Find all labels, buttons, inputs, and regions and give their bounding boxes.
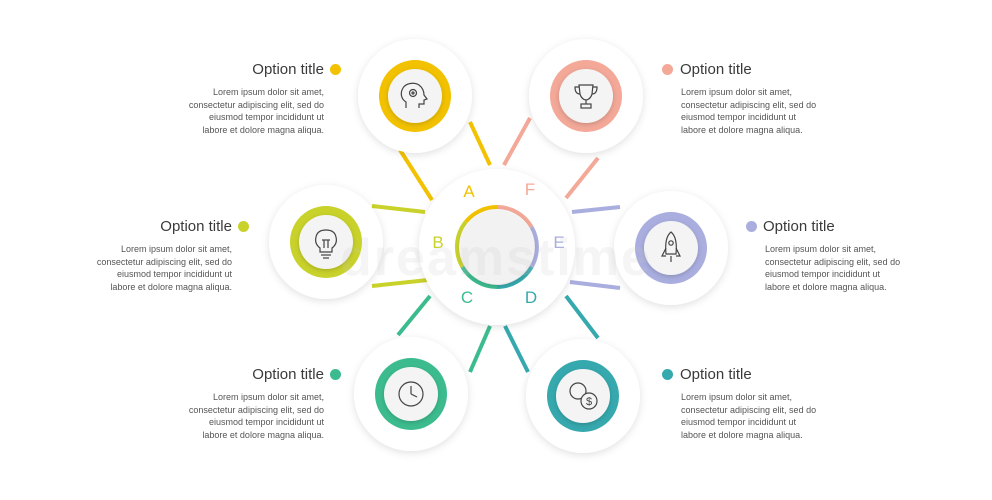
desc-line: labore et dolore magna aliqua. xyxy=(202,429,324,440)
desc-line: labore et dolore magna aliqua. xyxy=(681,124,803,135)
letter-f: F xyxy=(525,180,535,199)
desc-line: Lorem ipsum dolor sit amet, xyxy=(212,87,324,97)
option-dot-a xyxy=(330,64,341,75)
center-ring-a xyxy=(464,204,498,224)
connector-b xyxy=(371,204,426,214)
node-d: $ xyxy=(526,339,640,453)
option-title-a: Option title xyxy=(252,61,324,78)
desc-line: labore et dolore magna aliqua. xyxy=(202,124,324,135)
center-ring-d xyxy=(496,265,534,289)
desc-line: consectetur adipiscing elit, sed do xyxy=(681,99,817,110)
connector-e xyxy=(571,205,621,214)
option-desc-b: Lorem ipsum dolor sit amet, consectetur … xyxy=(92,243,232,293)
desc-line: Lorem ipsum dolor sit amet, xyxy=(120,244,232,254)
option-title-b: Option title xyxy=(160,218,232,235)
desc-line: Lorem ipsum dolor sit amet, xyxy=(765,244,877,254)
node-inner-disk xyxy=(299,215,353,269)
option-desc-e: Lorem ipsum dolor sit amet, consectetur … xyxy=(765,243,905,293)
node-a xyxy=(358,39,472,153)
option-dot-c xyxy=(330,369,341,380)
center-ring-b xyxy=(455,220,468,269)
node-b xyxy=(269,185,383,299)
node-e xyxy=(614,191,728,305)
connector-a xyxy=(398,148,434,202)
desc-line: consectetur adipiscing elit, sed do xyxy=(765,256,901,267)
option-title-c: Option title xyxy=(252,366,324,383)
option-dot-f xyxy=(662,64,673,75)
head-gear-icon xyxy=(400,82,428,108)
option-desc-a: Lorem ipsum dolor sit amet, consectetur … xyxy=(184,86,324,136)
node-f xyxy=(529,39,643,153)
desc-line: labore et dolore magna aliqua. xyxy=(681,429,803,440)
node-inner-disk xyxy=(644,221,698,275)
letter-d: D xyxy=(525,288,537,307)
letter-a: A xyxy=(463,182,475,201)
option-title-e: Option title xyxy=(763,218,835,235)
connector-c xyxy=(396,294,432,337)
desc-line: Lorem ipsum dolor sit amet, xyxy=(212,392,324,402)
trophy-icon xyxy=(574,84,598,109)
option-title-d: Option title xyxy=(680,366,752,383)
connector-d xyxy=(564,294,600,340)
desc-line: consectetur adipiscing elit, sed do xyxy=(681,404,817,415)
center-ring-f xyxy=(496,205,534,229)
option-desc-d: Lorem ipsum dolor sit amet, consectetur … xyxy=(681,391,821,441)
center-hub: A F B E C D xyxy=(419,169,575,325)
connectors xyxy=(371,117,621,373)
node-c xyxy=(354,337,468,451)
desc-line: eiusmod tempor incididunt ut xyxy=(208,417,324,427)
connector-d xyxy=(503,325,530,373)
desc-line: eiusmod tempor incididunt ut xyxy=(765,269,881,279)
option-dot-e xyxy=(746,221,757,232)
connector-c xyxy=(468,325,492,373)
center-ring-e xyxy=(529,226,539,268)
desc-line: consectetur adipiscing elit, sed do xyxy=(188,404,324,415)
rocket-icon xyxy=(661,231,681,262)
clock-icon xyxy=(398,381,424,407)
node-inner-disk xyxy=(559,69,613,123)
desc-line: eiusmod tempor incididunt ut xyxy=(681,112,797,122)
lightbulb-icon xyxy=(315,229,337,259)
connector-e xyxy=(569,280,621,290)
option-dot-b xyxy=(238,221,249,232)
desc-line: labore et dolore magna aliqua. xyxy=(765,281,887,292)
desc-line: labore et dolore magna aliqua. xyxy=(110,281,232,292)
desc-line: eiusmod tempor incididunt ut xyxy=(208,112,324,122)
svg-text:$: $ xyxy=(586,396,592,408)
option-title-f: Option title xyxy=(680,61,752,78)
option-dot-d xyxy=(662,369,673,380)
desc-line: eiusmod tempor incididunt ut xyxy=(681,417,797,427)
connector-b xyxy=(371,278,429,288)
letter-c: C xyxy=(461,288,473,307)
letter-b: B xyxy=(432,233,443,252)
option-desc-c: Lorem ipsum dolor sit amet, consectetur … xyxy=(184,391,324,441)
connector-a xyxy=(468,121,492,166)
center-inner-disk xyxy=(460,210,534,284)
connector-f xyxy=(564,156,600,200)
desc-line: consectetur adipiscing elit, sed do xyxy=(96,256,232,267)
letter-e: E xyxy=(553,233,564,252)
desc-line: Lorem ipsum dolor sit amet, xyxy=(681,392,793,402)
connector-f xyxy=(502,117,532,166)
desc-line: consectetur adipiscing elit, sed do xyxy=(188,99,324,110)
coins-icon: $ xyxy=(569,382,598,410)
option-desc-f: Lorem ipsum dolor sit amet, consectetur … xyxy=(681,86,821,136)
desc-line: Lorem ipsum dolor sit amet, xyxy=(681,87,793,97)
desc-line: eiusmod tempor incididunt ut xyxy=(116,269,232,279)
center-ring-c xyxy=(460,265,498,289)
